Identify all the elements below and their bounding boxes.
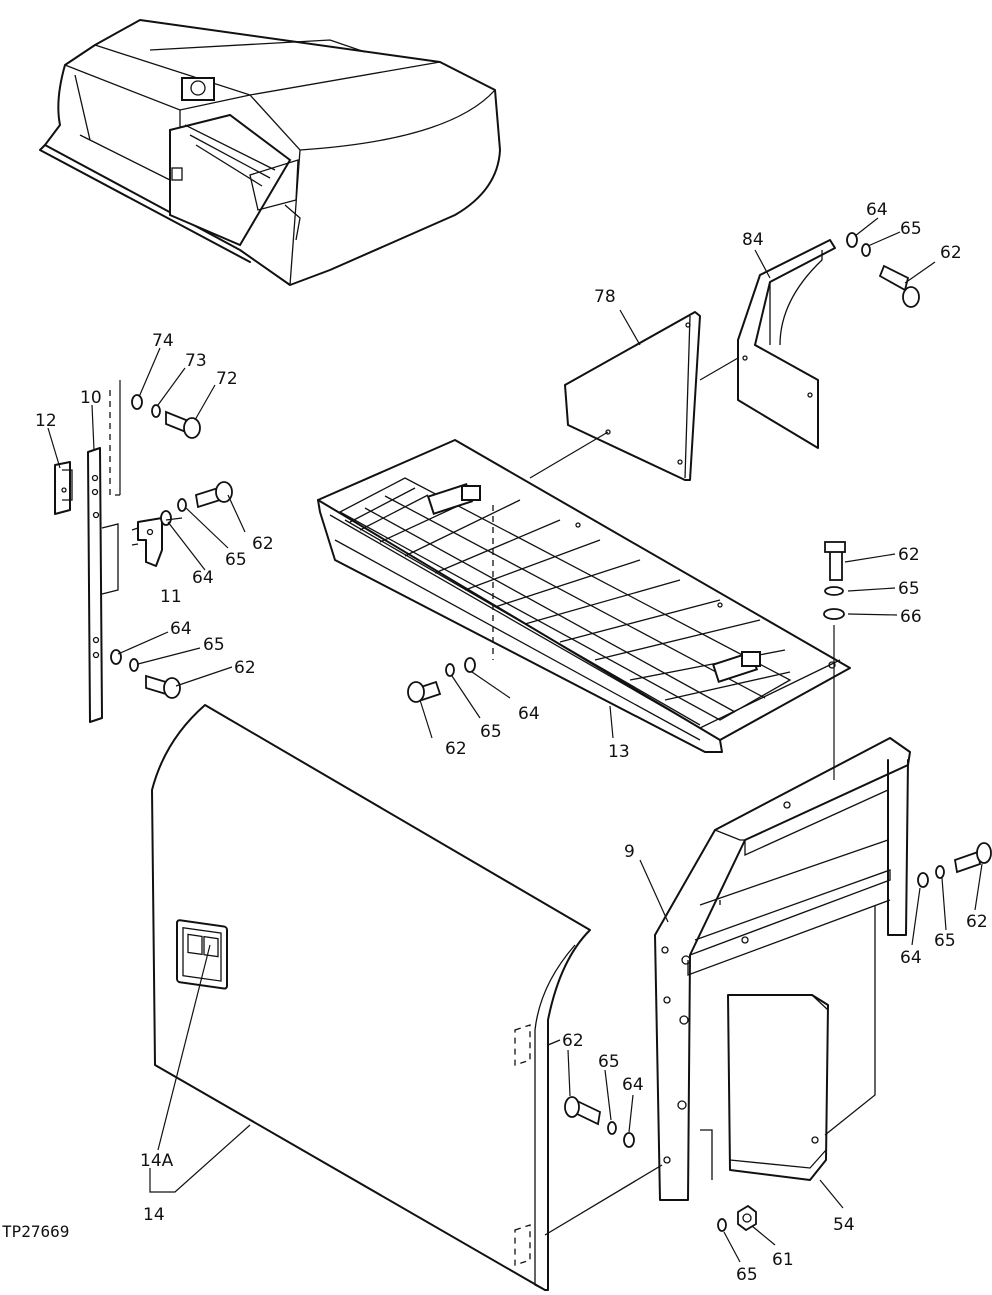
label-64: 64 xyxy=(900,948,922,968)
grill-panel-13 xyxy=(317,439,851,753)
label-65: 65 xyxy=(225,550,247,570)
label-61: 61 xyxy=(772,1250,794,1270)
hinge-assembly xyxy=(54,380,233,723)
label-10: 10 xyxy=(80,388,102,408)
label-12: 12 xyxy=(35,411,57,431)
label-13: 13 xyxy=(608,742,630,762)
label-84: 84 xyxy=(742,230,764,250)
label-66: 66 xyxy=(900,607,922,627)
label-65: 65 xyxy=(900,219,922,239)
label-62: 62 xyxy=(940,243,962,263)
hardware-under-grill xyxy=(407,657,476,703)
label-65: 65 xyxy=(934,931,956,951)
label-72: 72 xyxy=(216,369,238,389)
plate-84 xyxy=(699,232,920,449)
label-9: 9 xyxy=(624,842,635,862)
label-64: 64 xyxy=(518,704,540,724)
label-62: 62 xyxy=(966,912,988,932)
label-14A: 14A xyxy=(140,1151,174,1171)
label-62: 62 xyxy=(234,658,256,678)
label-62: 62 xyxy=(562,1031,584,1051)
label-74: 74 xyxy=(152,331,174,351)
label-11: 11 xyxy=(160,587,182,607)
label-65: 65 xyxy=(480,722,502,742)
label-62: 62 xyxy=(898,545,920,565)
label-65: 65 xyxy=(598,1052,620,1072)
label-64: 64 xyxy=(622,1075,644,1095)
cover-54 xyxy=(727,994,829,1181)
label-65: 65 xyxy=(203,635,225,655)
label-54: 54 xyxy=(833,1215,855,1235)
label-65: 65 xyxy=(736,1265,758,1285)
reference-code: TP27669 xyxy=(2,1222,69,1241)
label-64: 64 xyxy=(192,568,214,588)
label-64: 64 xyxy=(170,619,192,639)
label-65: 65 xyxy=(898,579,920,599)
label-14: 14 xyxy=(143,1205,165,1225)
frame-9 xyxy=(654,737,992,1201)
hardware-62-65-66 xyxy=(823,541,846,780)
machine-overview xyxy=(39,19,501,286)
label-78: 78 xyxy=(594,287,616,307)
leader-lines xyxy=(47,217,983,1263)
label-64: 64 xyxy=(866,200,888,220)
label-62: 62 xyxy=(445,739,467,759)
callout-labels: 74 73 72 10 12 11 64 65 62 64 65 62 78 8… xyxy=(2,200,988,1285)
label-62: 62 xyxy=(252,534,274,554)
hardware-65-61 xyxy=(717,1204,757,1232)
door-panel-14 xyxy=(151,704,663,1291)
label-73: 73 xyxy=(185,351,207,371)
plate-78 xyxy=(529,311,701,481)
